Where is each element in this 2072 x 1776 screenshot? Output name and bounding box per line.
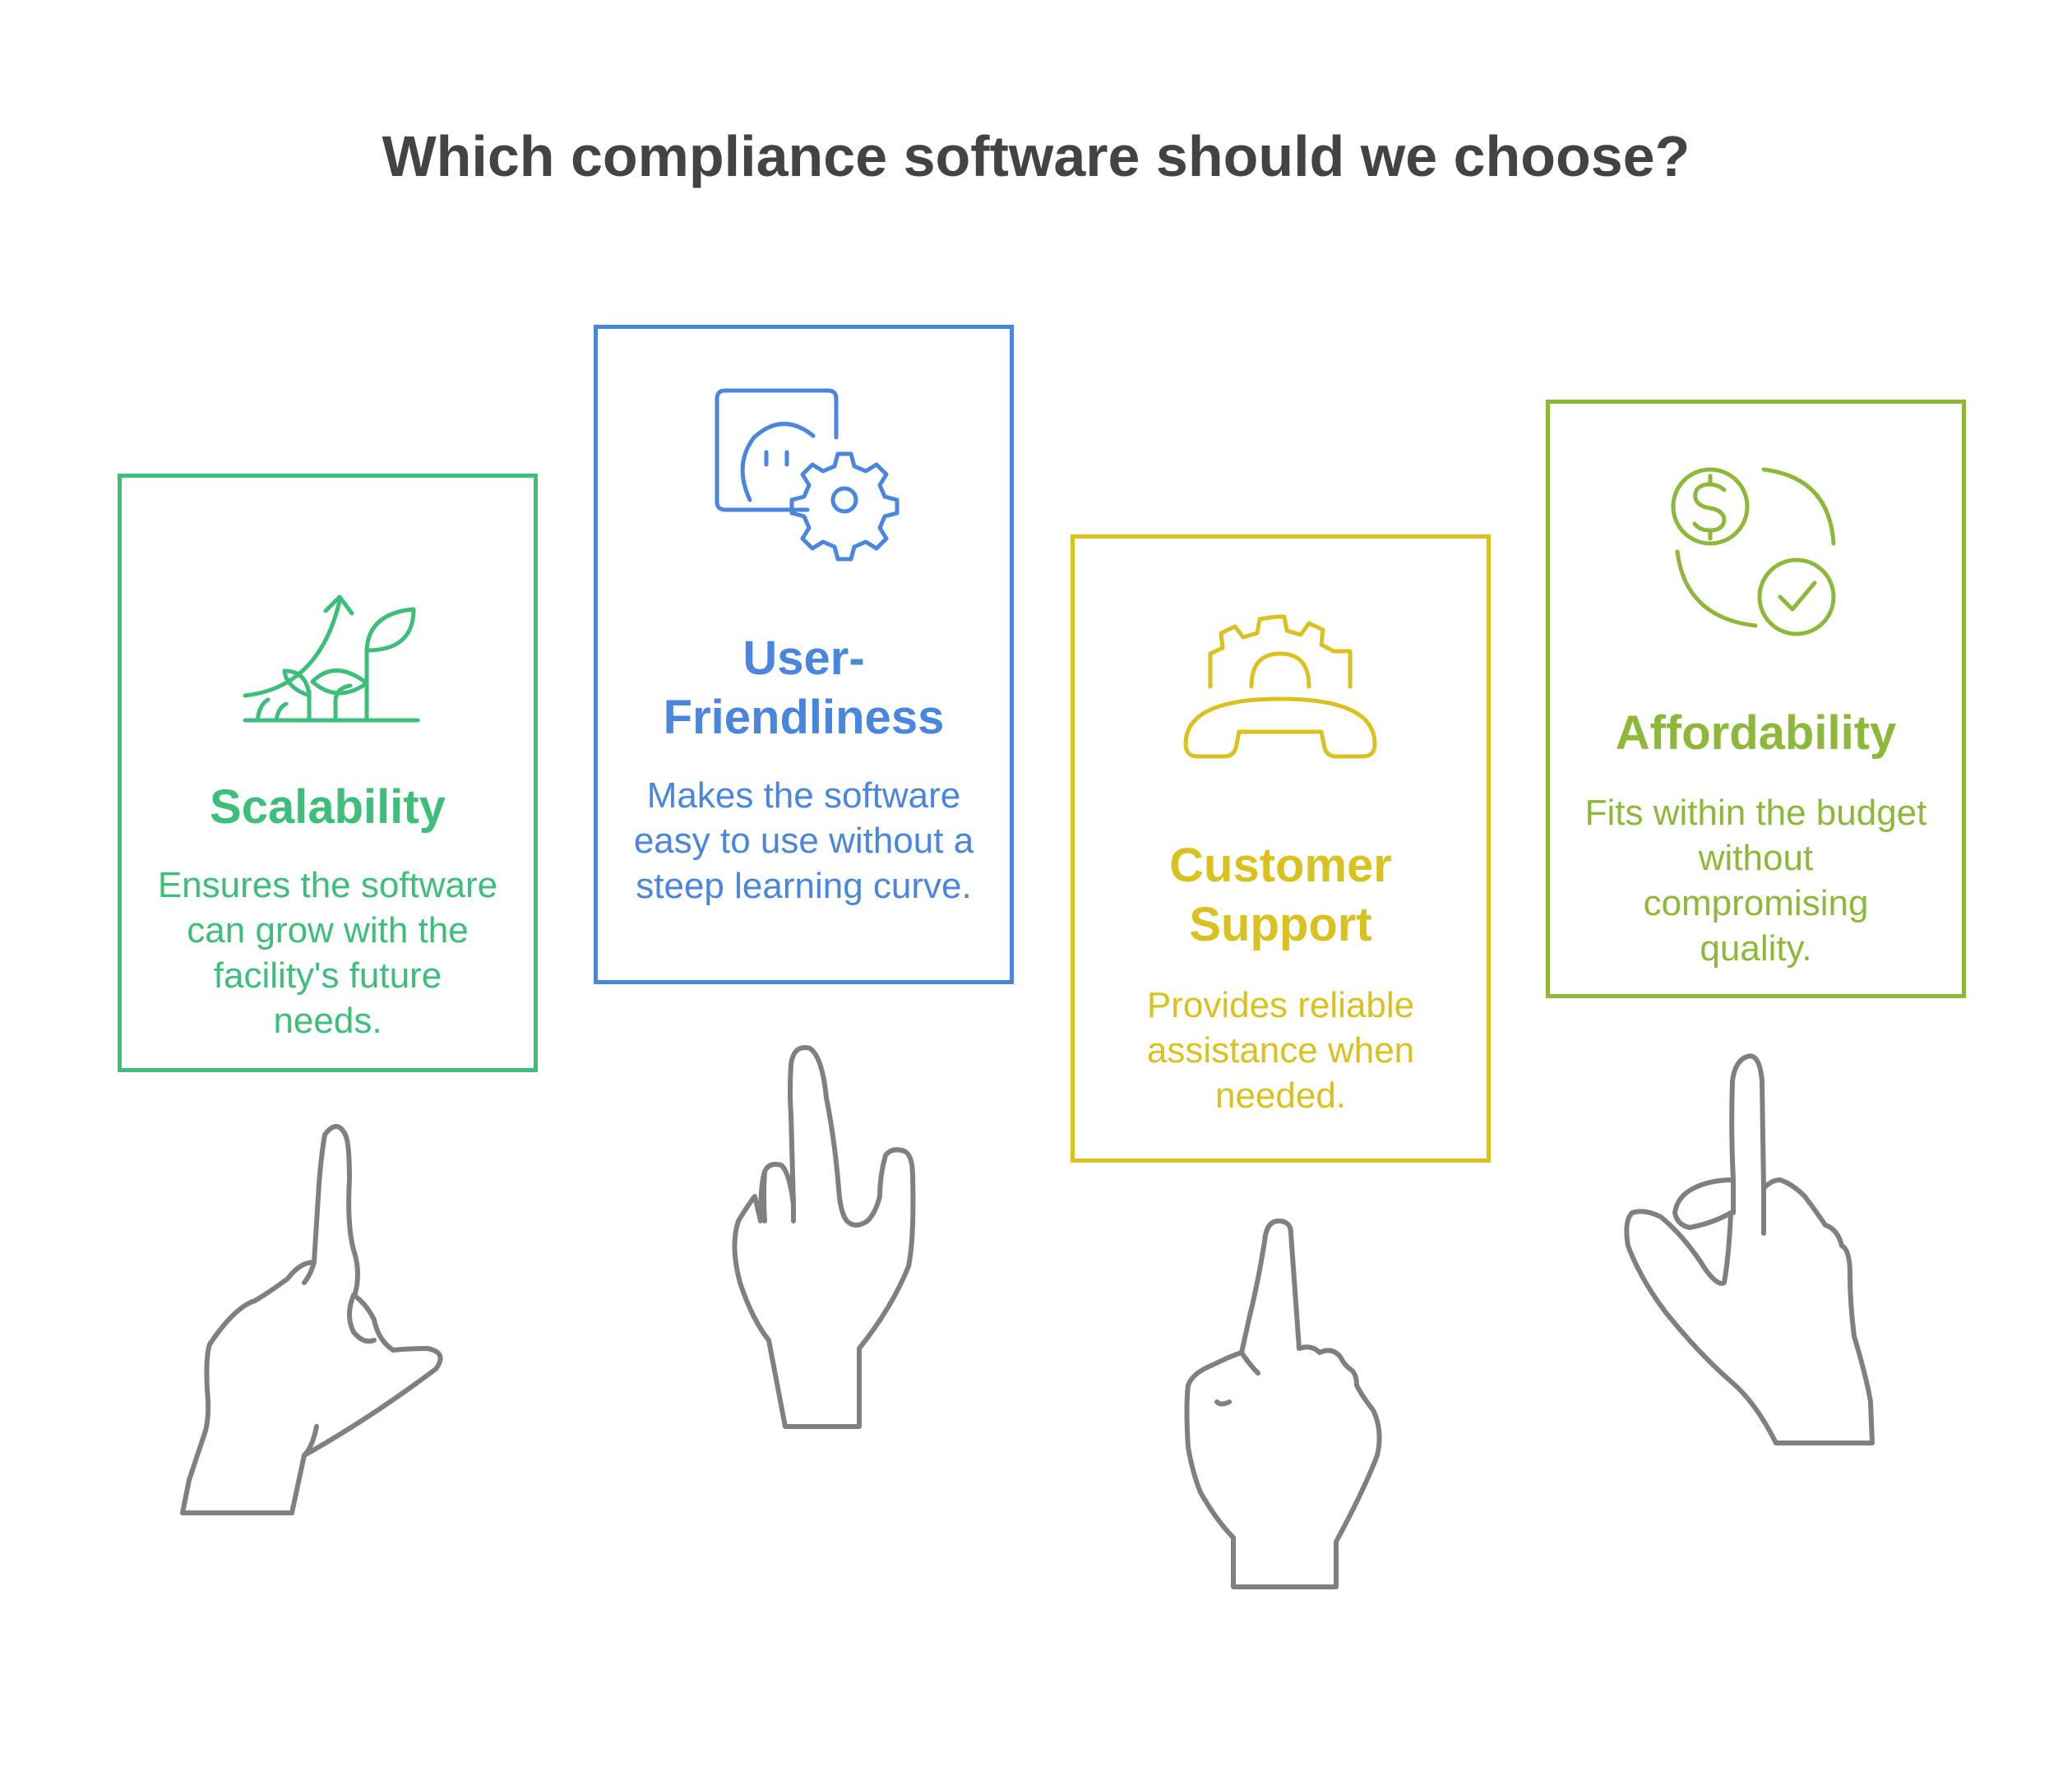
option-card-customer-support: Customer Support Provides reliable assis… (1071, 534, 1491, 1163)
user-gear-icon (715, 388, 900, 562)
option-description: Makes the software easy to use without a… (633, 775, 974, 906)
option-description: Fits within the budget without compromis… (1584, 793, 1927, 969)
pointing-hand-icon (732, 1045, 916, 1429)
option-heading: Scalability (210, 780, 446, 834)
pointing-hand-icon (1624, 1053, 1875, 1445)
option-heading: Customer Support (1169, 839, 1392, 951)
option-description: Ensures the software can grow with the f… (157, 865, 498, 1041)
option-card-affordability: Affordability Fits within the budget wit… (1546, 400, 1966, 998)
money-check-cycle-icon (1671, 467, 1836, 636)
option-heading: User-Friendliness (663, 631, 945, 744)
page-title: Which compliance software should we choo… (382, 124, 1690, 188)
option-card-scalability: Scalability Ensures the software can gro… (118, 474, 538, 1072)
option-heading: Affordability (1615, 706, 1897, 760)
pointing-hand-icon (1184, 1219, 1382, 1589)
growing-plant-icon (243, 594, 420, 723)
support-phone-gear-icon (1183, 614, 1377, 759)
pointing-hand-icon (180, 1124, 443, 1515)
option-description: Provides reliable assistance when needed… (1146, 985, 1415, 1116)
option-card-user-friendliness: User-Friendliness Makes the software eas… (594, 325, 1014, 984)
